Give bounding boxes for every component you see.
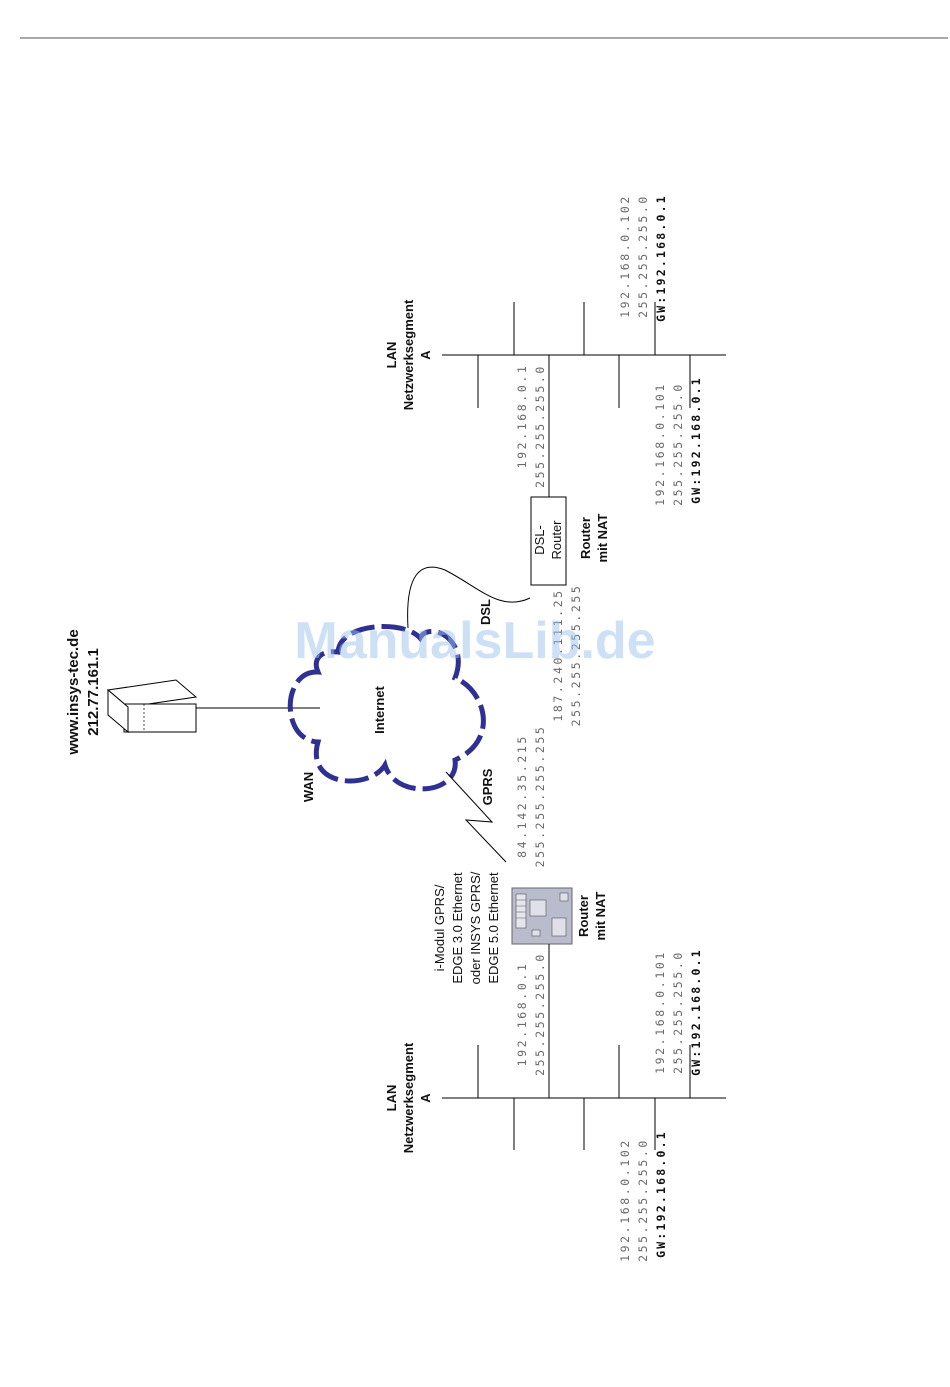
lan-right-host1-ip: 192.168.0.101 [653, 382, 667, 506]
lan-left-label-line-3: A [418, 1093, 433, 1103]
dsl-router-lan-ip: 192.168.0.1 [515, 364, 529, 469]
server-ip: 212.77.161.1 [85, 648, 102, 736]
dsl-router-name-line-2: Router [549, 520, 564, 560]
i-modul-name-line-3: oder INSYS GPRS/ [468, 871, 483, 984]
i-modul-name-line-4: EDGE 5.0 Ethernet [486, 872, 501, 984]
lan-left-bus [442, 944, 726, 1150]
dsl-router-wan-mask: 255.255.255.255 [569, 584, 583, 727]
lan-left-host1-gw: GW:192.168.0.1 [689, 948, 703, 1076]
dsl-router-role-line-2: mit NAT [595, 514, 610, 563]
lan-left-label-line-2: Netzwerksegment [401, 1042, 416, 1153]
lan-right-bus [442, 302, 726, 497]
dsl-router-role-line-1: Router [578, 517, 593, 559]
lan-left-host1-ip: 192.168.0.101 [653, 950, 667, 1074]
i-modul-wan-mask: 255.255.255.255 [533, 725, 547, 868]
i-modul-role-line-2: mit NAT [593, 892, 608, 941]
dsl-link [407, 566, 531, 629]
gprs-label: GPRS [480, 768, 495, 805]
i-modul-lan-ip: 192.168.0.1 [515, 962, 529, 1067]
lan-left-host2-gw: GW:192.168.0.1 [654, 1130, 668, 1258]
lan-right-label-line-2: Netzwerksegment [401, 299, 416, 410]
lan-right-host2-ip: 192.168.0.102 [618, 194, 632, 318]
i-modul-name-line-2: EDGE 3.0 Ethernet [450, 872, 465, 984]
i-modul-role-line-1: Router [576, 895, 591, 937]
lan-left-host1-mask: 255.255.255.0 [671, 950, 685, 1074]
i-modul-lan-mask: 255.255.255.0 [533, 952, 547, 1076]
lan-right-label-line-3: A [418, 350, 433, 360]
lan-right-host2-gw: GW:192.168.0.1 [654, 194, 668, 322]
gprs-link [445, 771, 507, 863]
lan-right-label-line-1: LAN [384, 342, 399, 369]
dsl-router-box [530, 496, 567, 586]
web-server [106, 679, 320, 734]
lan-left-label-line-1: LAN [384, 1085, 399, 1112]
internet-cloud [287, 624, 486, 792]
lan-left-host2-ip: 192.168.0.102 [618, 1138, 632, 1262]
lan-right-host1-gw: GW:192.168.0.1 [689, 376, 703, 504]
lan-right-host2-mask: 255.255.255.0 [636, 194, 650, 318]
lan-left-host2-mask: 255.255.255.0 [636, 1138, 650, 1262]
watermark: ManualsLib.de [294, 612, 655, 670]
internet-label: Internet [372, 685, 387, 733]
dsl-router-name-line-1: DSL- [532, 525, 547, 555]
i-modul-device [511, 887, 573, 945]
wan-label: WAN [301, 772, 316, 802]
lan-right-host1-mask: 255.255.255.0 [671, 382, 685, 506]
dsl-router-wan-ip: 187.240.111.25 [551, 588, 565, 721]
i-modul-name-line-1: i-Modul GPRS/ [432, 884, 447, 971]
dsl-router-lan-mask: 255.255.255.0 [533, 364, 547, 488]
i-modul-wan-ip: 84.142.35.215 [515, 734, 529, 858]
server-hostname: www.insys-tec.de [65, 629, 82, 755]
dsl-label: DSL [478, 599, 493, 625]
